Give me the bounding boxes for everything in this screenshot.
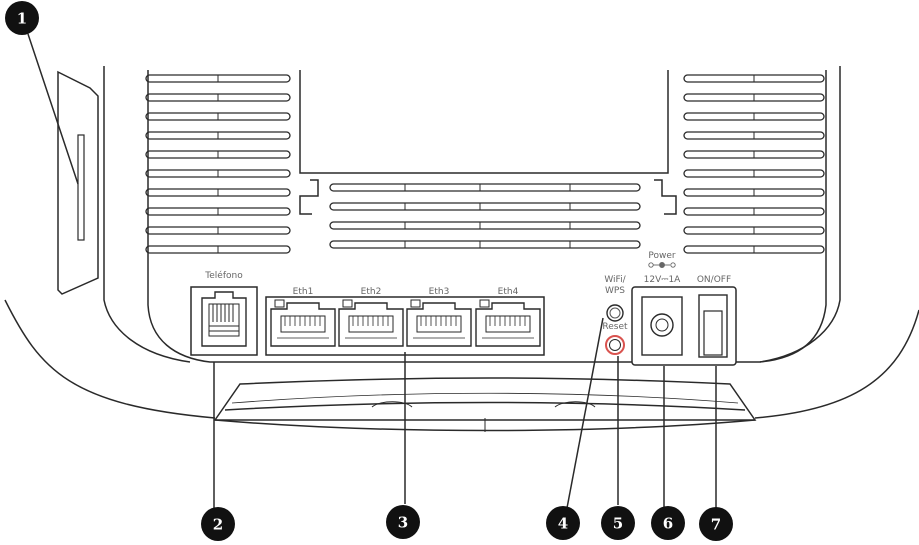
callout-number: 1	[17, 10, 27, 28]
router-stand	[215, 378, 755, 432]
vent-grille-left	[146, 75, 290, 253]
callout-number: 4	[558, 515, 568, 533]
callout-badge-2: 2	[201, 507, 235, 541]
power-jack	[642, 297, 682, 355]
polarity-symbol-icon	[649, 263, 675, 268]
reset-label: Reset	[602, 322, 628, 332]
reset-button: Reset	[602, 322, 628, 354]
vent-grille-center	[330, 184, 640, 248]
callout-badge-7: 7	[699, 507, 733, 541]
vent-slot	[330, 184, 640, 191]
ethernet-block: Eth1 Eth2 Eth3 Eth4	[266, 287, 544, 355]
power-switch-block: Power 12V⎓1A ON/OFF	[632, 251, 736, 365]
callout-number: 3	[398, 514, 408, 532]
eth-label-3: Eth3	[429, 287, 450, 297]
power-rating-label: 12V⎓1A	[644, 275, 682, 285]
eth-label-4: Eth4	[498, 287, 519, 297]
eth-label-1: Eth1	[293, 287, 314, 297]
callout-number: 7	[711, 516, 721, 534]
callout-number: 6	[663, 515, 673, 533]
callout-number: 5	[613, 515, 623, 533]
callout-badge-4: 4	[546, 506, 580, 540]
wps-label-line1: WiFi/	[604, 275, 626, 285]
wps-button: WiFi/ WPS	[604, 275, 626, 321]
leader-lines	[28, 34, 716, 512]
vent-slot	[330, 222, 640, 229]
callout-badge-6: 6	[651, 506, 685, 540]
callout-badge-1: 1	[5, 1, 39, 35]
power-title-label: Power	[648, 251, 676, 261]
phone-port: Teléfono	[191, 270, 257, 355]
callout-number: 2	[213, 516, 223, 534]
onoff-label: ON/OFF	[697, 275, 731, 285]
center-recess	[300, 70, 676, 214]
vent-slot	[330, 241, 640, 248]
vent-grille-right	[684, 75, 824, 253]
callout-badge-5: 5	[601, 506, 635, 540]
onoff-switch	[699, 295, 727, 357]
wps-label-line2: WPS	[605, 286, 625, 296]
callout-badges: 1 2 3 4 5 6 7	[5, 1, 733, 541]
phone-port-label: Teléfono	[204, 270, 243, 281]
vent-slot	[330, 203, 640, 210]
callout-badge-3: 3	[386, 505, 420, 539]
eth-label-2: Eth2	[361, 287, 382, 297]
